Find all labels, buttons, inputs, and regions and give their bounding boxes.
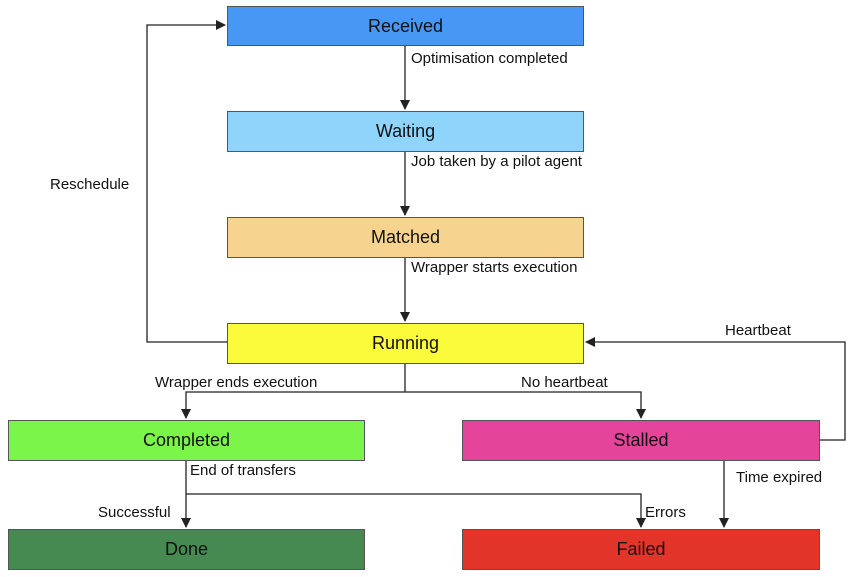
state-failed: Failed <box>462 529 820 570</box>
state-matched: Matched <box>227 217 584 258</box>
state-waiting: Waiting <box>227 111 584 152</box>
edge-running-received <box>146 20 227 343</box>
state-completed: Completed <box>8 420 365 461</box>
label-no-heartbeat: No heartbeat <box>521 374 608 391</box>
state-done-label: Done <box>164 539 209 559</box>
label-wrapper-ends: Wrapper ends execution <box>155 374 318 391</box>
state-done: Done <box>8 529 365 570</box>
state-received-label: Received <box>367 15 444 36</box>
edge-split-stalled <box>405 391 646 419</box>
edge-split-completed <box>181 391 405 419</box>
label-time-expired: Time expired <box>736 469 823 486</box>
label-reschedule: Reschedule <box>50 176 130 193</box>
label-heartbeat: Heartbeat <box>725 322 791 339</box>
state-received: Received <box>227 6 584 46</box>
state-stalled-label: Stalled <box>613 430 669 450</box>
state-matched-label: Matched <box>370 227 441 247</box>
state-running: Running <box>227 323 584 364</box>
edge-completed-failed <box>186 493 646 528</box>
label-wrapper-starts: Wrapper starts execution <box>411 259 578 276</box>
state-running-label: Running <box>371 333 440 353</box>
label-successful: Successful <box>98 504 171 521</box>
state-waiting-label: Waiting <box>375 121 436 141</box>
state-completed-label: Completed <box>142 430 231 450</box>
label-job-taken: Job taken by a pilot agent <box>411 153 582 170</box>
edge-stalled-running <box>585 337 846 441</box>
state-stalled: Stalled <box>462 420 820 461</box>
label-end-of-transfers: End of transfers <box>190 462 296 479</box>
state-failed-label: Failed <box>616 539 666 559</box>
label-optimisation-completed: Optimisation completed <box>411 50 568 67</box>
label-errors: Errors <box>645 504 686 521</box>
